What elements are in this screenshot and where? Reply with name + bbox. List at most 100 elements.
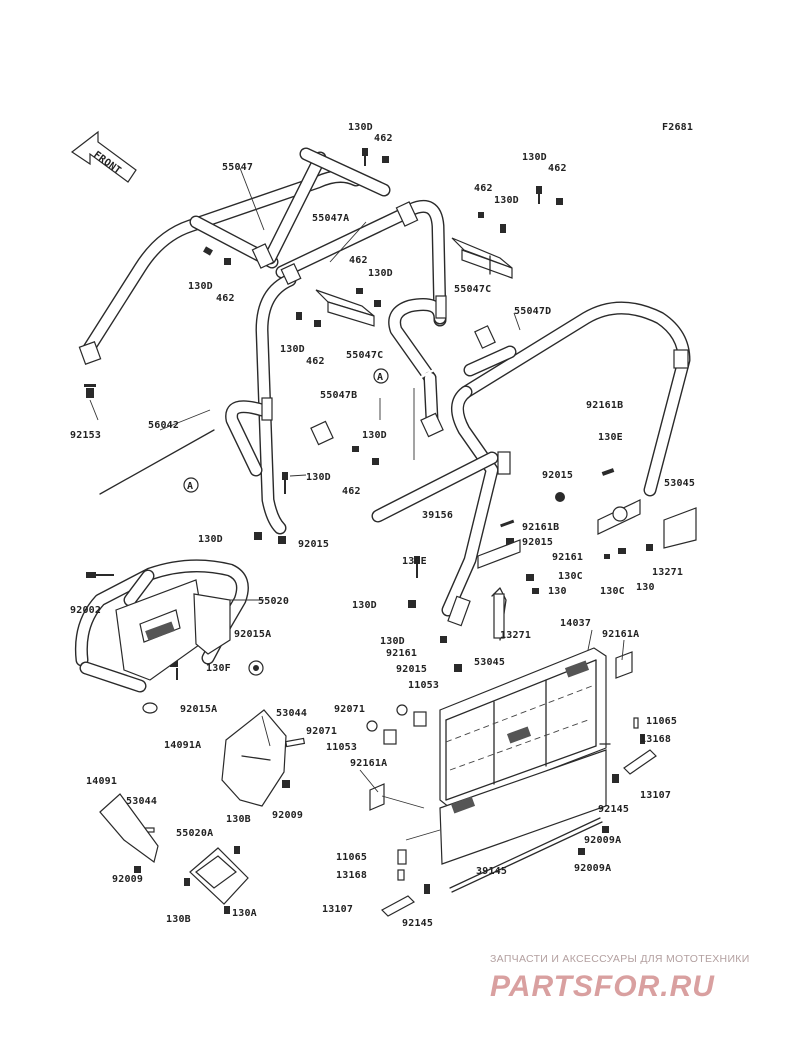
part-number-labels: 130D462130D46255047462130D55047A462130D1… [70,122,695,929]
part-number-label: 13168 [336,870,367,881]
part-number-label: 130C [558,571,583,582]
cage-clamp-plates [78,201,689,627]
part-number-label: 55020A [176,828,213,839]
part-number-label: 92161A [602,629,639,640]
pin-53044-upper [285,737,306,748]
part-number-label: 130D [306,472,331,483]
part-number-label: 130D [198,534,223,545]
part-number-label: 130D [352,600,377,611]
part-number-label: 92015 [298,539,329,550]
part-number-label: 11053 [408,680,439,691]
part-number-label: 13168 [640,734,671,745]
callout-a-lower-label: A [187,481,193,492]
part-number-label: 14037 [560,618,591,629]
latch-53045-lower [477,539,521,641]
part-number-label: 39156 [422,510,453,521]
part-number-label: 92002 [70,605,101,616]
part-number-label: 92145 [402,918,433,929]
part-number-label: 92009 [272,810,303,821]
part-number-label: 92015 [542,470,573,481]
part-number-label: 13271 [652,567,683,578]
callout-a-upper-label: A [377,372,383,383]
part-number-label: 11065 [646,716,677,727]
part-number-label: 55047 [222,162,253,173]
part-number-label: 92161A [350,758,387,769]
part-number-label: 53044 [276,708,307,719]
callout-a-upper: A [373,368,389,384]
part-number-label: 11065 [336,852,367,863]
guard-14091 [99,793,159,864]
part-number-label: 130 [636,582,655,593]
bracket-55047c-lower [315,289,375,327]
part-number-label: 130D [280,344,305,355]
bracket-55020a [189,847,249,905]
part-number-label: 92009A [584,835,621,846]
part-number-label: 92009 [112,874,143,885]
part-number-label: 130D [494,195,519,206]
part-number-label: 462 [216,293,235,304]
part-number-label: 55047A [312,213,349,224]
front-bumper-55020 [74,559,249,693]
watermark-brand: PARTSFOR.RU [490,970,715,1003]
part-number-label: 130D [188,281,213,292]
part-number-label: 130E [598,432,623,443]
part-number-label: 92015 [396,664,427,675]
part-number-label: 53045 [474,657,505,668]
part-number-label: 130B [166,914,191,925]
part-number-label: 92161 [386,648,417,659]
leader-lines [89,167,625,841]
bracket-55047c-upper [451,237,513,279]
part-number-label: 130D [362,430,387,441]
part-number-label: 462 [342,486,361,497]
watermark: ЗАПЧАСТИ И АКСЕССУАРЫ ДЛЯ МОТОТЕХНИКИ PA… [490,953,749,1003]
part-number-label: 13107 [322,904,353,915]
callout-a-lower: A [183,477,199,493]
part-number-label: 130D [368,268,393,279]
part-number-label: 130D [522,152,547,163]
part-number-label: 92161B [522,522,559,533]
part-number-label: 462 [349,255,368,266]
front-direction-arrow-icon: FRONT [70,130,137,183]
part-number-label: 14091A [164,740,201,751]
part-number-label: 55020 [258,596,289,607]
part-number-label: 92153 [70,430,101,441]
hinge-parts [366,651,633,811]
skid-plate-14091a [221,709,287,807]
part-number-label: 53044 [126,796,157,807]
part-number-label: 14091 [86,776,117,787]
part-number-label: 130D [348,122,373,133]
part-number-label: 130D [380,636,405,647]
part-number-label: 462 [374,133,393,144]
fastener-hardware [84,148,653,914]
part-number-label: 13107 [640,790,671,801]
part-number-label: 92009A [574,863,611,874]
part-number-label: 11053 [326,742,357,753]
part-number-label: 92015 [522,537,553,548]
part-number-label: 462 [474,183,493,194]
latch-pin-set [381,717,657,917]
part-number-label: 39145 [476,866,507,877]
figure-code: F2681 [662,122,693,133]
tailgate-14037 [439,647,611,893]
part-number-label: 130B [226,814,251,825]
part-number-label: 55047D [514,306,551,317]
part-number-label: 92015A [234,629,271,640]
part-number-label: 92145 [598,804,629,815]
part-number-label: 130C [600,586,625,597]
roll-cage-frame [81,147,691,617]
part-number-label: 55047C [346,350,383,361]
part-number-label: 92071 [306,726,337,737]
part-number-label: 462 [548,163,567,174]
part-number-label: 130F [206,663,231,674]
part-number-label: 56042 [148,420,179,431]
part-number-label: 130 [548,586,567,597]
latch-53045-right [597,499,697,549]
part-number-label: 130A [232,908,257,919]
part-number-label: 92015A [180,704,217,715]
part-number-label: 130E [402,556,427,567]
part-number-label: 55047B [320,390,357,401]
part-number-label: 55047C [454,284,491,295]
part-number-label: 92161 [552,552,583,563]
